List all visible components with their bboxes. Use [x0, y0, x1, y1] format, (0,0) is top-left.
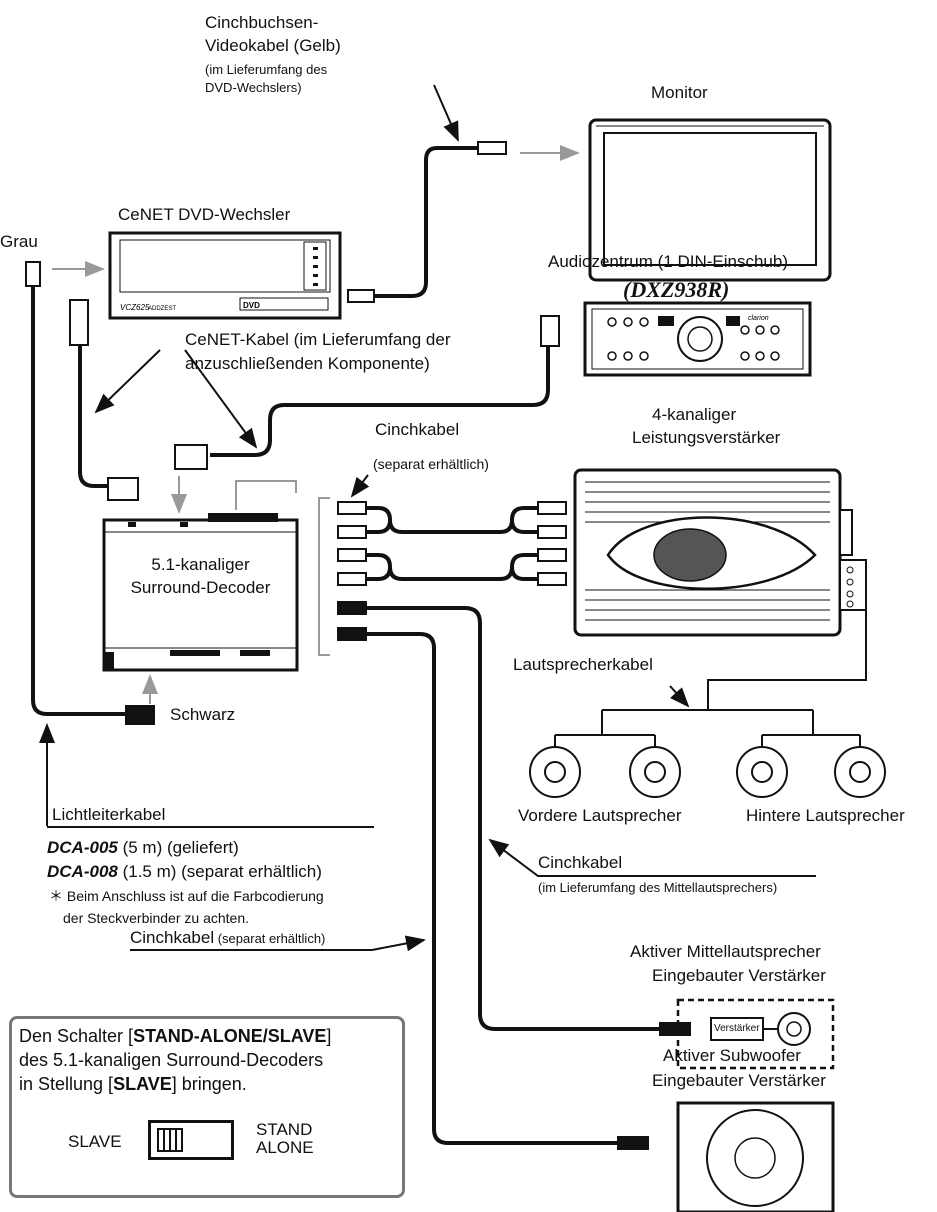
dca008-model: DCA-008 [47, 862, 118, 881]
svg-text:ADDZEST: ADDZEST [148, 306, 176, 312]
monitor-device [588, 118, 832, 282]
active-sub-label-2: Eingebauter Verstärker [652, 1071, 826, 1090]
rear-speakers-label: Hintere Lautsprecher [746, 806, 905, 825]
cinch-bottom-small: (separat erhältlich) [214, 931, 326, 946]
cenet-cable-label-1: CeNET-Kabel (im Lieferumfang der [185, 330, 451, 349]
note-line-2: des 5.1-kanaligen Surround-Decoders [19, 1050, 324, 1070]
rear-speaker-right [834, 746, 886, 798]
switch-note-box [9, 1016, 405, 1198]
dvd-changer-label: CeNET DVD-Wechsler [118, 205, 291, 224]
cinch-bottom-main: Cinchkabel [130, 928, 215, 947]
note-line-1: Den Schalter [STAND-ALONE/SLAVE] [19, 1026, 332, 1046]
footnote-line-1: ＊ Beim Anschluss ist auf die Farbcodieru… [49, 888, 324, 904]
decoder-label-2: Surround-Decoder [130, 578, 271, 597]
video-cable-label-2: Videokabel (Gelb) [205, 36, 341, 55]
amp-label-1: 4-kanaliger [652, 405, 737, 424]
audio-center-model: (DXZ938R) [623, 277, 730, 302]
active-sub-label-1: Aktiver Subwoofer [663, 1046, 801, 1065]
front-speakers-label: Vordere Lautsprecher [518, 806, 682, 825]
arrows [39, 84, 816, 952]
video-cable-note-2: DVD-Wechslers) [205, 80, 302, 95]
cinch-top-label-1: Cinchkabel [375, 420, 460, 439]
dca005-desc: (5 m) (geliefert) [117, 838, 239, 857]
switch-right-label-2: ALONE [256, 1138, 314, 1157]
dca005-line: DCA-005 (5 m) (geliefert) [47, 838, 239, 858]
cinch-subwoofer-cable [366, 632, 618, 1145]
cinch-center-label-1: Cinchkabel [538, 853, 623, 872]
switch-right-label-1: STAND [256, 1120, 313, 1139]
monitor-label: Monitor [651, 83, 708, 102]
switch-left-label: SLAVE [68, 1132, 122, 1151]
active-center-label-2: Eingebauter Verstärker [652, 966, 826, 985]
plugs [25, 141, 567, 586]
cenet-cable-label-2: anzuschließenden Komponente) [185, 354, 430, 373]
schwarz-label: Schwarz [170, 705, 236, 724]
cinch-center-label-2: (im Lieferumfang des Mittellautsprechers… [538, 880, 778, 895]
decoder-label-1: 5.1-kanaliger [151, 555, 250, 574]
optical-cable-label: Lichtleiterkabel [52, 805, 166, 824]
grau-label: Grau [0, 232, 38, 251]
cables [31, 146, 660, 1145]
audio-center-device: clarion [583, 301, 812, 377]
front-speaker-right [629, 746, 681, 798]
video-cable [372, 146, 478, 298]
amplifier-device [573, 468, 867, 637]
cinch-center-cable [366, 606, 660, 1031]
rear-speaker-left [736, 746, 788, 798]
front-speaker-left [529, 746, 581, 798]
active-center-label-1: Aktiver Mittellautsprecher [630, 942, 821, 961]
cenet-cable-dvd [78, 345, 108, 488]
svg-text:DVD: DVD [243, 301, 260, 310]
cinch-bottom-label: Cinchkabel (separat erhältlich) [130, 928, 325, 948]
dvd-changer-device: VCZ625 ADDZEST DVD [108, 231, 342, 320]
dca008-desc: (1.5 m) (separat erhältlich) [117, 862, 322, 881]
dca005-model: DCA-005 [47, 838, 118, 857]
note-line-3: in Stellung [SLAVE] bringen. [19, 1074, 247, 1094]
video-cable-label-1: Cinchbuchsen- [205, 13, 319, 32]
dvd-model-text: VCZ625 [120, 303, 150, 312]
footnote-line-2: der Steckverbinder zu achten. [63, 910, 249, 926]
switch-knob [157, 1128, 183, 1152]
speaker-cable-label: Lautsprecherkabel [513, 655, 653, 674]
dca008-line: DCA-008 (1.5 m) (separat erhältlich) [47, 862, 322, 882]
speaker-wiring [554, 578, 867, 748]
surround-decoder-device [102, 513, 299, 672]
optical-cable [31, 286, 126, 716]
audio-center-label: Audiozentrum (1 DIN-Einschub) [548, 252, 788, 271]
amp-box-label: Verstärker [714, 1023, 760, 1034]
svg-text:clarion: clarion [748, 315, 769, 322]
cenet-cable-audio [210, 345, 550, 457]
cinch-top-label-2: (separat erhältlich) [373, 456, 489, 472]
active-subwoofer [676, 1101, 835, 1212]
video-cable-note-1: (im Lieferumfang des [205, 62, 328, 77]
amp-label-2: Leistungsverstärker [632, 428, 781, 447]
stand-alone-slave-switch [148, 1120, 234, 1160]
